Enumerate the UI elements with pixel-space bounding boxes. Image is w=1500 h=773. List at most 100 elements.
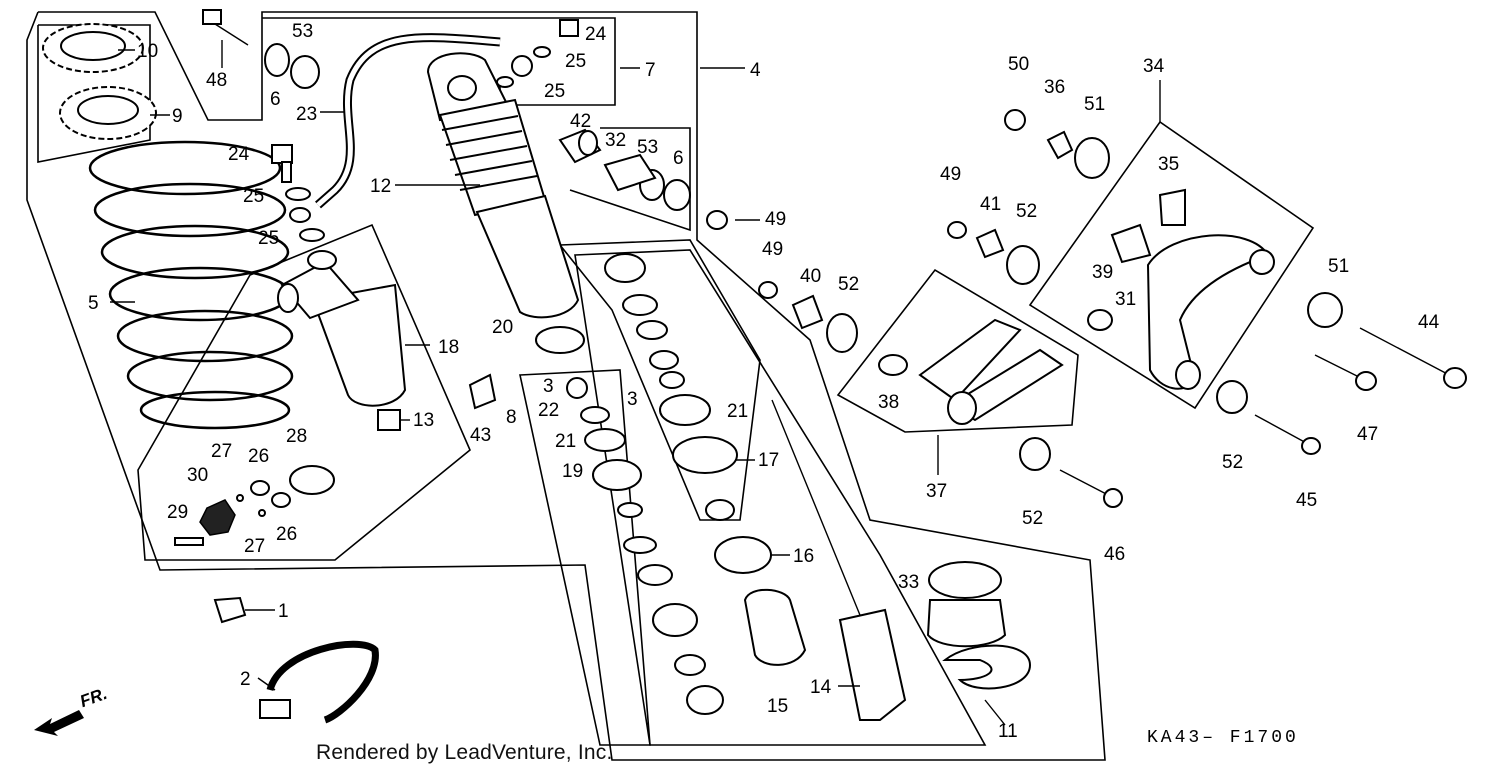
callout-21: 21: [727, 401, 748, 422]
callout-9: 9: [172, 106, 183, 127]
coil-spring-5: [88, 140, 294, 430]
callout-33: 33: [898, 572, 919, 593]
callout-46: 46: [1104, 544, 1125, 565]
frame-18: [137, 223, 471, 561]
callout-52: 52: [1016, 201, 1037, 222]
callout-50: 50: [1008, 54, 1029, 75]
callout-3: 3: [543, 376, 554, 397]
callout-22: 22: [538, 400, 559, 421]
parts: [42, 9, 1467, 724]
callout-12: 12: [370, 176, 391, 197]
callout-29: 29: [167, 502, 188, 523]
frame-34: [1028, 120, 1315, 410]
callout-47: 47: [1357, 424, 1378, 445]
callout-39: 39: [1092, 262, 1113, 283]
callout-51: 51: [1084, 94, 1105, 115]
callout-13: 13: [413, 410, 434, 431]
callout-36: 36: [1044, 77, 1065, 98]
callout-24: 24: [585, 24, 607, 45]
callout-26: 26: [276, 524, 297, 545]
callouts: 10 48 9 6 53 23 24 25 25 7 4 24 25 25 12…: [88, 21, 1440, 742]
callout-27: 27: [211, 441, 232, 462]
callout-25: 25: [544, 81, 565, 102]
nut-13-and-label-43: [377, 373, 497, 431]
assembly-frames: [26, 11, 1315, 761]
pivot-bolts-and-washers: [706, 109, 1467, 508]
o-ring-20: [535, 326, 585, 354]
bolts-24: [271, 19, 579, 183]
reservoir-18: [277, 250, 407, 407]
callout-48: 48: [206, 70, 227, 91]
callout-8: 8: [506, 407, 517, 428]
watermark: Rendered by LeadVenture, Inc.: [316, 741, 613, 764]
bushings-42-32: [558, 128, 657, 192]
spring-seat-9: [59, 86, 157, 140]
callout-52: 52: [1022, 508, 1043, 529]
cushion-lever-34: [1087, 188, 1275, 390]
callout-40: 40: [800, 266, 821, 287]
callout-16: 16: [793, 546, 814, 567]
callout-34: 34: [1143, 56, 1165, 77]
callout-44: 44: [1418, 312, 1440, 333]
seat-33-stopper-11: [926, 561, 1032, 690]
frame-32: [569, 127, 691, 232]
callout-6: 6: [673, 148, 684, 169]
frame-8: [519, 369, 651, 746]
callout-53: 53: [292, 21, 313, 42]
callout-14: 14: [810, 677, 832, 698]
adjuster-parts: [174, 465, 335, 546]
callout-3: 3: [627, 389, 638, 410]
callout-38: 38: [878, 392, 899, 413]
callout-4: 4: [750, 60, 761, 81]
callout-49: 49: [762, 239, 783, 260]
callout-6: 6: [270, 89, 281, 110]
callout-15: 15: [767, 696, 788, 717]
clamp-and-band: [213, 596, 379, 724]
bump-rubber-15: [743, 588, 807, 666]
callout-19: 19: [562, 461, 583, 482]
cushion-arm-37: [878, 318, 1064, 425]
collar-16: [714, 536, 772, 574]
shock-body-12: [426, 52, 580, 319]
callout-17: 17: [758, 450, 779, 471]
callout-41: 41: [980, 194, 1001, 215]
callout-28: 28: [286, 426, 307, 447]
callout-51: 51: [1328, 256, 1349, 277]
callout-49: 49: [940, 164, 961, 185]
spring-seat-10: [42, 23, 144, 73]
callout-20: 20: [492, 317, 513, 338]
front-direction-arrow: FR.: [34, 684, 134, 738]
callout-5: 5: [88, 293, 99, 314]
callout-25: 25: [565, 51, 586, 72]
callout-49: 49: [765, 209, 786, 230]
callout-10: 10: [137, 41, 158, 62]
callout-2: 2: [240, 669, 251, 690]
frame-3: [558, 239, 761, 521]
callout-24: 24: [228, 144, 250, 165]
callout-30: 30: [187, 465, 208, 486]
callout-1: 1: [278, 601, 289, 622]
callout-42: 42: [570, 111, 591, 132]
frame-4: [26, 11, 1106, 761]
shock-rod-14: [771, 399, 907, 721]
callout-35: 35: [1158, 154, 1179, 175]
frame-37: [836, 268, 1079, 433]
damping-stack: [566, 253, 738, 715]
callout-32: 32: [605, 130, 626, 151]
bolt-48: [202, 9, 249, 46]
callout-7: 7: [645, 60, 656, 81]
callout-11: 11: [998, 721, 1018, 742]
callout-37: 37: [926, 481, 947, 502]
callout-26: 26: [248, 446, 269, 467]
diagram-code: KA43– F1700: [1147, 728, 1299, 748]
callout-27: 27: [244, 536, 265, 557]
callout-52: 52: [1222, 452, 1243, 473]
callout-31: 31: [1115, 289, 1136, 310]
frame-14: [574, 249, 987, 746]
leader-lines: [110, 40, 1161, 726]
callout-45: 45: [1296, 490, 1317, 511]
callout-25: 25: [243, 186, 264, 207]
callout-53: 53: [637, 137, 658, 158]
callout-43: 43: [470, 425, 491, 446]
